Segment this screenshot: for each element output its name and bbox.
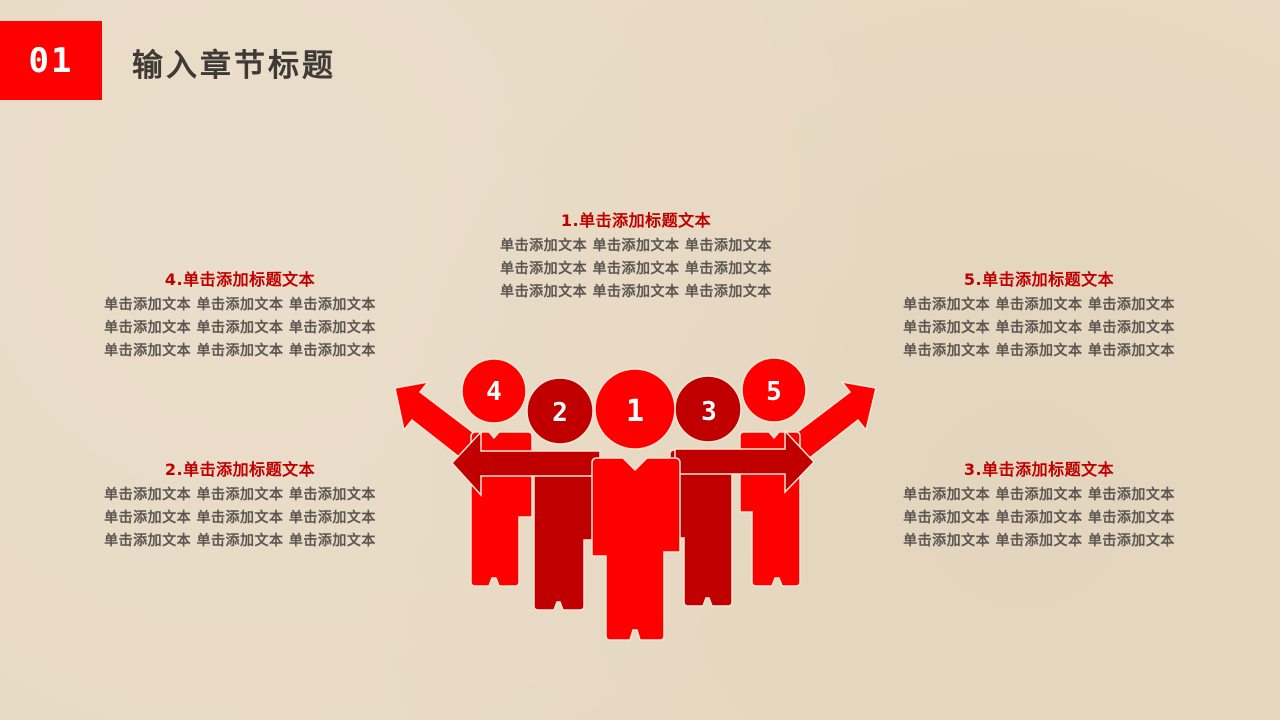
block-text-line[interactable]: 单击添加文本 单击添加文本 单击添加文本 bbox=[500, 261, 772, 277]
block-text-line[interactable]: 单击添加文本 单击添加文本 单击添加文本 bbox=[903, 510, 1175, 526]
text-block-3: 3.单击添加标题文本 单击添加文本 单击添加文本 单击添加文本 单击添加文本 单… bbox=[889, 460, 1189, 553]
page-title: 输入章节标题 bbox=[132, 48, 336, 84]
block-text-line[interactable]: 单击添加文本 单击添加文本 单击添加文本 bbox=[104, 320, 376, 336]
block-text-line[interactable]: 单击添加文本 单击添加文本 单击添加文本 bbox=[500, 284, 772, 300]
text-block-1: 1.单击添加标题文本 单击添加文本 单击添加文本 单击添加文本 单击添加文本 单… bbox=[486, 211, 786, 304]
figure-3-label: 3 bbox=[701, 397, 717, 427]
figure-2-label: 2 bbox=[552, 398, 568, 428]
block-text-line[interactable]: 单击添加文本 单击添加文本 单击添加文本 bbox=[104, 533, 376, 549]
section-number: 01 bbox=[28, 40, 74, 81]
figure-3 bbox=[669, 375, 742, 607]
block-text-line[interactable]: 单击添加文本 单击添加文本 单击添加文本 bbox=[104, 487, 376, 503]
block-text-line[interactable]: 单击添加文本 单击添加文本 单击添加文本 bbox=[903, 297, 1175, 313]
block-text-line[interactable]: 单击添加文本 单击添加文本 单击添加文本 bbox=[104, 343, 376, 359]
block-heading[interactable]: 2.单击添加标题文本 bbox=[164, 460, 316, 479]
arrow-left-icon bbox=[450, 430, 601, 497]
block-text-line[interactable]: 单击添加文本 单击添加文本 单击添加文本 bbox=[104, 297, 376, 313]
block-text-line[interactable]: 单击添加文本 单击添加文本 单击添加文本 bbox=[903, 533, 1175, 549]
block-text-line[interactable]: 单击添加文本 单击添加文本 单击添加文本 bbox=[903, 343, 1175, 359]
block-text-line[interactable]: 单击添加文本 单击添加文本 单击添加文本 bbox=[500, 238, 772, 254]
block-heading[interactable]: 5.单击添加标题文本 bbox=[963, 270, 1115, 289]
block-text-line[interactable]: 单击添加文本 单击添加文本 单击添加文本 bbox=[903, 487, 1175, 503]
block-heading[interactable]: 3.单击添加标题文本 bbox=[963, 460, 1115, 479]
figure-5-label: 5 bbox=[766, 377, 782, 407]
text-block-5: 5.单击添加标题文本 单击添加文本 单击添加文本 单击添加文本 单击添加文本 单… bbox=[889, 270, 1189, 363]
block-text-line[interactable]: 单击添加文本 单击添加文本 单击添加文本 bbox=[104, 510, 376, 526]
arrow-right-icon bbox=[674, 429, 816, 494]
block-text-line[interactable]: 单击添加文本 单击添加文本 单击添加文本 bbox=[903, 320, 1175, 336]
figure-1 bbox=[591, 368, 681, 641]
figure-4-label: 4 bbox=[486, 377, 502, 407]
block-heading[interactable]: 4.单击添加标题文本 bbox=[164, 270, 316, 289]
block-heading[interactable]: 1.单击添加标题文本 bbox=[560, 211, 712, 230]
figure-1-label: 1 bbox=[626, 394, 644, 429]
arrow-up-right-icon bbox=[791, 380, 877, 466]
text-block-4: 4.单击添加标题文本 单击添加文本 单击添加文本 单击添加文本 单击添加文本 单… bbox=[90, 270, 390, 363]
text-block-2: 2.单击添加标题文本 单击添加文本 单击添加文本 单击添加文本 单击添加文本 单… bbox=[90, 460, 390, 553]
section-number-badge: 01 bbox=[0, 21, 102, 100]
